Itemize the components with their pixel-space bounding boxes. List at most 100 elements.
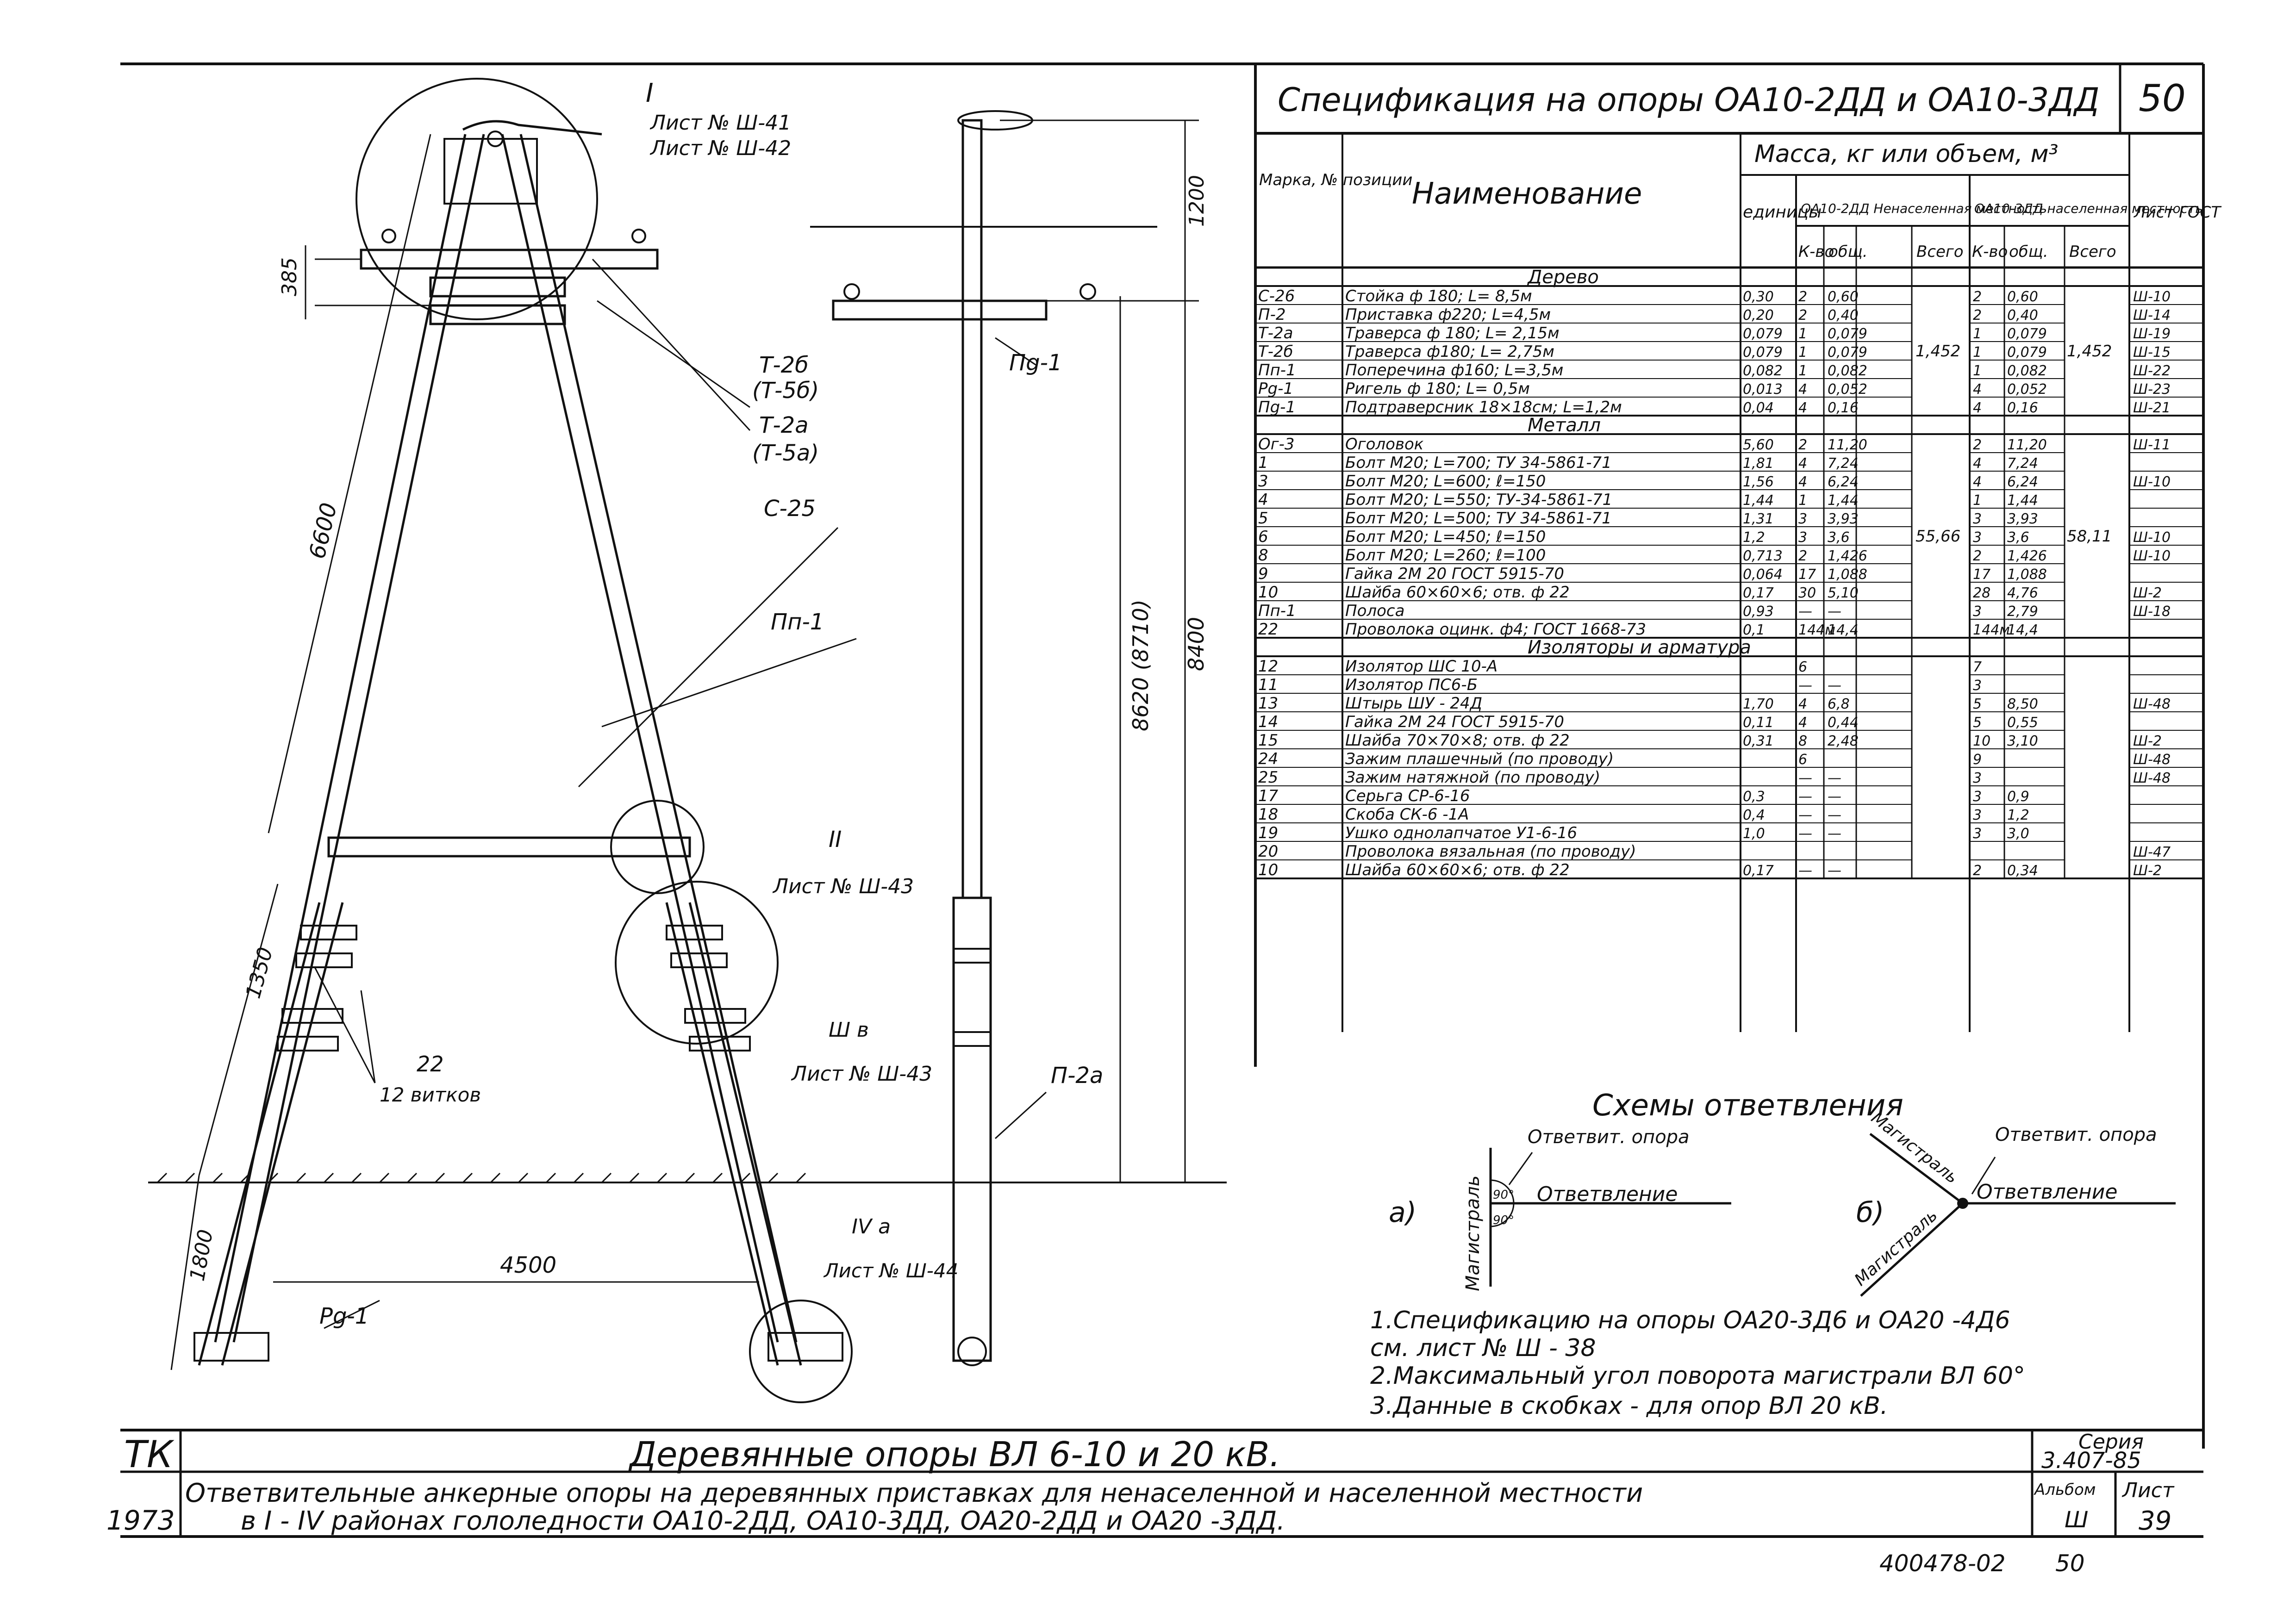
table-cell-total1: 2,48 bbox=[1828, 733, 1859, 749]
label-c25: С-25 bbox=[764, 496, 816, 522]
table-cell-qty1: 6 bbox=[1798, 752, 1807, 768]
table-cell-qty2: 3 bbox=[1973, 604, 1982, 620]
table-cell-marka: 13 bbox=[1258, 694, 1278, 713]
table-cell-unit-mass: 0,11 bbox=[1743, 715, 1774, 731]
table-cell-qty2: 1 bbox=[1973, 363, 1982, 379]
table-cell-marka: 1 bbox=[1258, 454, 1268, 472]
table-cell-total1: — bbox=[1828, 678, 1841, 694]
side-view-pole bbox=[810, 110, 1227, 1366]
table-cell-sheet: Ш-48 bbox=[2133, 696, 2171, 712]
table-cell-qty1: 4 bbox=[1798, 696, 1807, 712]
table-cell-qty1: 8 bbox=[1798, 733, 1807, 749]
table-cell-sheet: Ш-19 bbox=[2133, 326, 2171, 342]
table-cell-qty2: 2 bbox=[1973, 437, 1982, 453]
note-2: 2.Максимальный угол поворота магистрали … bbox=[1370, 1362, 2025, 1390]
detail-circle-II bbox=[610, 800, 705, 894]
table-cell-name: Ригель ф 180; L= 0,5м bbox=[1345, 380, 1530, 398]
table-cell-qty2: 4 bbox=[1973, 400, 1982, 416]
callout-IIIb: Ш в bbox=[829, 1018, 869, 1042]
table-cell-total2: 0,34 bbox=[2007, 863, 2038, 879]
table-cell-name: Изолятор ШС 10-А bbox=[1345, 657, 1497, 676]
callout-IVa: IV а bbox=[852, 1215, 891, 1238]
detail-circle-I bbox=[356, 78, 598, 320]
table-cell-total2: 3,10 bbox=[2007, 733, 2038, 749]
table-cell-marka: 24 bbox=[1258, 750, 1278, 768]
table-cell-total2: 6,24 bbox=[2007, 474, 2038, 490]
table-cell-qty1: 2 bbox=[1798, 437, 1807, 453]
table-cell-total1: 0,079 bbox=[1828, 344, 1867, 361]
hdr-variant1: ОА10-2ДД Ненаселенная местность bbox=[1801, 201, 2047, 216]
table-cell-total2: 0,052 bbox=[2007, 381, 2047, 398]
table-cell-unit-mass: 0,31 bbox=[1743, 733, 1774, 749]
callout-I-ref-1: Лист № Ш-41 bbox=[649, 111, 791, 135]
table-cell-qty1: 1 bbox=[1798, 344, 1807, 361]
table-cell-name: Болт М20; L=260; ℓ=100 bbox=[1345, 546, 1546, 565]
table-cell-qty1: 2 bbox=[1798, 548, 1807, 564]
tb-series: 3.407-85 bbox=[2041, 1448, 2141, 1474]
hdr-variant2: ОА10-3ДД населенная местность bbox=[1974, 201, 2203, 216]
hdr-total-1: Всего bbox=[1916, 243, 1964, 261]
table-cell-qty2: 4 bbox=[1973, 455, 1982, 472]
table-cell-marka: 19 bbox=[1258, 824, 1278, 842]
table-cell-total1: 0,082 bbox=[1828, 363, 1867, 379]
table-cell-marka: 15 bbox=[1258, 731, 1278, 750]
table-cell-qty1: 3 bbox=[1798, 529, 1807, 546]
table-cell-name: Болт М20; L=500; ТУ 34-5861-71 bbox=[1345, 509, 1612, 528]
hdr-qty-2: К-во bbox=[1972, 243, 2008, 261]
table-cell-qty1: 1 bbox=[1798, 492, 1807, 509]
table-cell-qty1: — bbox=[1798, 826, 1812, 842]
table-cell-total1: 3,93 bbox=[1828, 511, 1859, 527]
title-block: ТК 1973 Деревянные опоры ВЛ 6-10 и 20 кВ… bbox=[106, 1429, 2203, 1577]
table-cell-name: Оголовок bbox=[1345, 435, 1424, 454]
hdr-total-2: Всего bbox=[2069, 243, 2116, 261]
table-cell-total2: 3,93 bbox=[2007, 511, 2038, 527]
table-cell-total1: 3,6 bbox=[1828, 529, 1850, 546]
table-cell-total1: 5,10 bbox=[1828, 585, 1859, 601]
table-cell-total1: 0,16 bbox=[1828, 400, 1859, 416]
table-cell-qty1: 4 bbox=[1798, 715, 1807, 731]
table-cell-marka: П-2 bbox=[1258, 305, 1285, 324]
table-cell-total1: — bbox=[1828, 604, 1841, 620]
label-pp1: Пп-1 bbox=[771, 609, 824, 635]
hdr-sheet-gost: Лист ГОСТ bbox=[2133, 203, 2221, 222]
table-cell-total2: 0,079 bbox=[2007, 344, 2047, 361]
table-cell-total2: 4,76 bbox=[2007, 585, 2038, 601]
table-cell-marka: Т-2б bbox=[1258, 342, 1293, 361]
table-cell-qty2: 1 bbox=[1973, 344, 1982, 361]
tb-subtitle-1: Ответвительные анкерные опоры на деревян… bbox=[185, 1478, 1643, 1508]
table-cell-sheet: Ш-21 bbox=[2133, 400, 2171, 416]
table-cell-sheet: Ш-2 bbox=[2133, 733, 2162, 749]
table-cell-name: Полоса bbox=[1345, 602, 1404, 620]
table-cell-qty2: 3 bbox=[1973, 678, 1982, 694]
table-cell-total2: 1,44 bbox=[2007, 492, 2038, 509]
table-cell-marka: 10 bbox=[1258, 583, 1278, 602]
spec-page-no: 50 bbox=[2139, 77, 2186, 120]
table-cell-unit-mass: 1,0 bbox=[1743, 826, 1765, 842]
table-cell-qty2: 3 bbox=[1973, 807, 1982, 823]
label-t2a: Т-2а bbox=[759, 412, 809, 438]
label-t5b: (Т-5б) bbox=[752, 378, 819, 404]
table-cell-unit-mass: 5,60 bbox=[1743, 437, 1774, 453]
table-cell-section-total1: 1,452 bbox=[1915, 342, 1960, 361]
table-cell-qty2: 4 bbox=[1973, 381, 1982, 398]
table-cell-qty2: 2 bbox=[1973, 863, 1982, 879]
table-cell-sheet: Ш-48 bbox=[2133, 752, 2171, 768]
table-cell-qty2: 2 bbox=[1973, 548, 1982, 564]
label-rg1: Рg-1 bbox=[319, 1303, 369, 1329]
table-cell-marka: 5 bbox=[1258, 509, 1268, 528]
table-cell-total2: 2,79 bbox=[2007, 604, 2038, 620]
table-cell-qty2: 3 bbox=[1973, 826, 1982, 842]
table-cell-qty2: 28 bbox=[1973, 585, 1990, 601]
table-cell-marka: 3 bbox=[1258, 472, 1268, 491]
table-cell-marka: Пg-1 bbox=[1258, 398, 1296, 417]
table-cell-sheet: Ш-10 bbox=[2133, 529, 2171, 546]
scheme-a: а) Ответвит. опора Ответвление Магистрал… bbox=[1389, 1126, 1731, 1291]
table-cell-qty1: — bbox=[1798, 678, 1812, 694]
table-cell-sheet: Ш-2 bbox=[2133, 863, 2162, 879]
tb-subtitle-2: в I - IV районах гололедности ОА10-2ДД, … bbox=[241, 1506, 1285, 1536]
detail-circle-IVa bbox=[749, 1300, 853, 1403]
callout-IIIb-ref: Лист № Ш-43 bbox=[791, 1062, 932, 1086]
table-cell-sheet: Ш-11 bbox=[2133, 437, 2171, 453]
callout-IVa-ref: Лист № Ш-44 bbox=[823, 1259, 958, 1282]
table-cell-sheet: Ш-10 bbox=[2133, 548, 2171, 564]
